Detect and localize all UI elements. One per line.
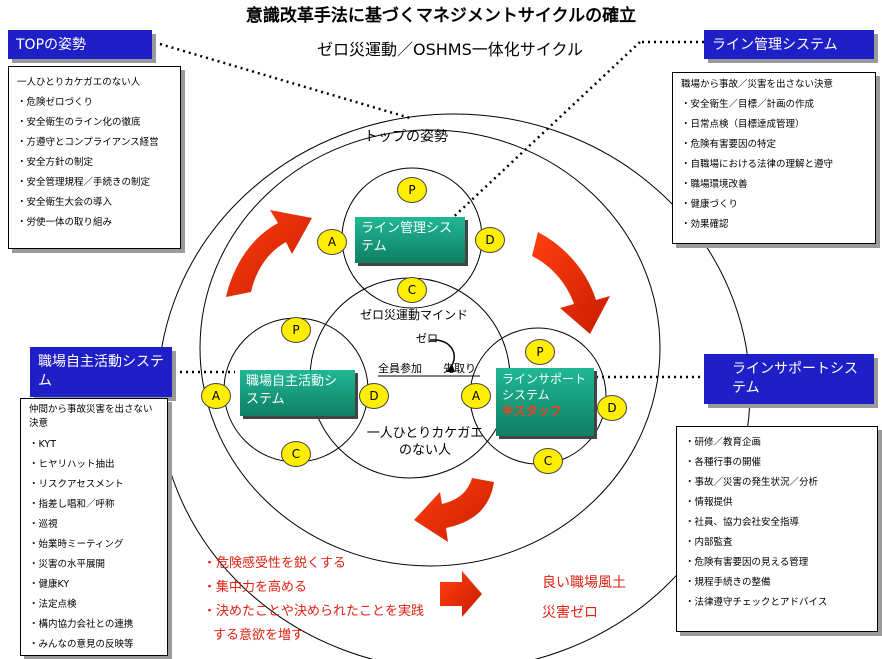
line-mgmt-item: ・健康づくり (681, 199, 739, 210)
page-subtitle: ゼロ災運動／OSHMS一体化サイクル (317, 40, 583, 59)
line-mgmt-item: ・自職場における法律の理解と遵守 (681, 159, 834, 170)
effect-item: ・集中力を高める (203, 580, 308, 595)
outer-label: トップの姿勢 (364, 129, 448, 145)
pdca-node-a: A (461, 383, 491, 409)
anticipation-label: 先取り (443, 362, 476, 375)
pdca-node-c: C (533, 448, 563, 474)
effects-list: ・危険感受性を鋭くする ・集中力を高める ・決めたことや決められたことを実践 す… (203, 552, 433, 648)
workplace-item: ・巡視 (29, 519, 58, 530)
pdca-node-d: D (359, 383, 389, 409)
top-stance-item: ・安全管理規程／手続きの制定 (17, 177, 151, 188)
workplace-item: ・KYT (29, 439, 56, 450)
line-mgmt-header: ライン管理システム (704, 30, 874, 59)
top-stance-box: 一人ひとりカケガエのない人 ・危険ゼロづくり ・安全衛生のライン化の徹底 ・方遵… (8, 66, 181, 249)
line-mgmt-item: ・日常点検（目標達成管理） (681, 119, 805, 130)
pdca-node-p: P (397, 177, 427, 203)
top-stance-item: ・安全方針の制定 (17, 157, 94, 168)
line-support-item: ・規程手続きの整備 (685, 577, 771, 588)
line-mgmt-item: ・安全衛生／目標／計画の作成 (681, 99, 815, 110)
line-mgmt-item: ・職場環境改善 (681, 179, 748, 190)
line-support-item: ・内部監査 (685, 537, 733, 548)
pdca-node-d: D (475, 227, 505, 253)
pill-workplace: 職場自主活動システム (240, 370, 355, 416)
top-stance-item: ・安全衛生大会の導入 (17, 197, 113, 208)
workplace-item: ・リスクアセスメント (29, 479, 124, 490)
dotted-connectors (159, 40, 704, 379)
line-mgmt-item: ・効果確認 (681, 219, 729, 230)
top-stance-item: ・方遵守とコンプライアンス経営 (17, 137, 159, 148)
pdca-node-c: C (397, 277, 427, 303)
pdca-node-a: A (317, 229, 347, 255)
cycle-arrow-lower (414, 478, 494, 542)
line-support-header: ラインサポートシステム (704, 354, 874, 404)
workplace-item: ・災害の水平展開 (29, 559, 106, 570)
pdca-node-a: A (201, 383, 231, 409)
line-support-item: ・情報提供 (685, 497, 733, 508)
line-support-item: ・法律遵守チェックとアドバイス (685, 597, 828, 608)
zero-label: ゼロ (416, 332, 438, 345)
center-cycle-arrowhead (446, 364, 455, 372)
line-support-item: ・研修／教育企画 (685, 437, 762, 448)
pdca-node-p: P (525, 339, 555, 365)
result-item: 災害ゼロ (542, 605, 598, 621)
all-participation-label: 全員参加 (378, 362, 422, 375)
workplace-item: ・始業時ミーティング (29, 539, 124, 550)
pdca-node-d: D (597, 395, 627, 421)
workplace-item: ・法定点検 (29, 599, 77, 610)
results-list: 良い職場風土 災害ゼロ (542, 568, 626, 628)
line-support-item: ・各種行事の開催 (685, 457, 762, 468)
workplace-item: ・健康KY (29, 579, 70, 590)
center-label: ゼロ災運動マインド (360, 308, 469, 322)
workplace-intro: 仲間から事故災害を出さない決意 (29, 404, 153, 429)
workplace-item: ・構内協力会社との連携 (29, 619, 134, 630)
workplace-item: ・指差し唱和／呼称 (29, 499, 115, 510)
pdca-node-c: C (281, 441, 311, 467)
result-arrow (440, 571, 482, 617)
pdca-node-p: P (281, 317, 311, 343)
workplace-box: 仲間から事故災害を出さない決意 ・KYT ・ヒヤリハット抽出 ・リスクアセスメン… (20, 398, 168, 656)
line-support-item: ・事故／災害の発生状況／分析 (685, 477, 819, 488)
workplace-item: ・ヒヤリハット抽出 (29, 459, 115, 470)
line-support-item: ・社員、協力会社安全指導 (685, 517, 800, 528)
effect-item: ・決めたことや決められたことを実践 (203, 604, 425, 619)
workplace-header: 職場自主活動システム (30, 347, 172, 397)
top-stance-header: TOPの姿勢 (8, 30, 152, 59)
person-label: 一人ひとりカケガエのない人 (366, 426, 484, 458)
effect-item: ・危険感受性を鋭くする (203, 556, 347, 571)
line-support-box: ・研修／教育企画 ・各種行事の開催 ・事故／災害の発生状況／分析 ・情報提供 ・… (676, 426, 878, 632)
pill-line-mgmt: ライン管理システム (355, 217, 465, 263)
connector-top (159, 42, 411, 120)
top-stance-item: 一人ひとりカケガエのない人 (17, 77, 141, 88)
result-item: 良い職場風土 (542, 575, 626, 591)
cycle-arrow-upper-left (226, 210, 312, 297)
line-mgmt-box: 職場から事故／災害を出さない決意 ・安全衛生／目標／計画の作成 ・日常点検（目標… (672, 72, 876, 244)
connector-line-mgmt (444, 41, 641, 226)
line-mgmt-item: ・危険有害要因の特定 (681, 139, 777, 150)
middle-ellipse (199, 129, 661, 567)
line-support-item: ・危険有害要因の見える管理 (685, 557, 809, 568)
page-title: 意識改革手法に基づくマネジメントサイクルの確立 (245, 6, 637, 26)
pill-line-support: ラインサポートシステム ※スタッフ (496, 368, 594, 436)
effect-item: する意欲を増す (213, 628, 305, 643)
pill-line-support-label: ラインサポートシステム (502, 372, 587, 403)
top-stance-item: ・安全衛生のライン化の徹底 (17, 117, 141, 128)
pill-line-support-sub: ※スタッフ (502, 404, 562, 419)
top-stance-item: ・労使一体の取り組み (17, 217, 113, 228)
workplace-item: ・みんなの意見の反映等 (29, 639, 134, 650)
line-mgmt-intro: 職場から事故／災害を出さない決意 (681, 79, 834, 90)
cycle-arrow-upper-right (532, 232, 610, 334)
top-stance-item: ・危険ゼロづくり (17, 97, 94, 108)
